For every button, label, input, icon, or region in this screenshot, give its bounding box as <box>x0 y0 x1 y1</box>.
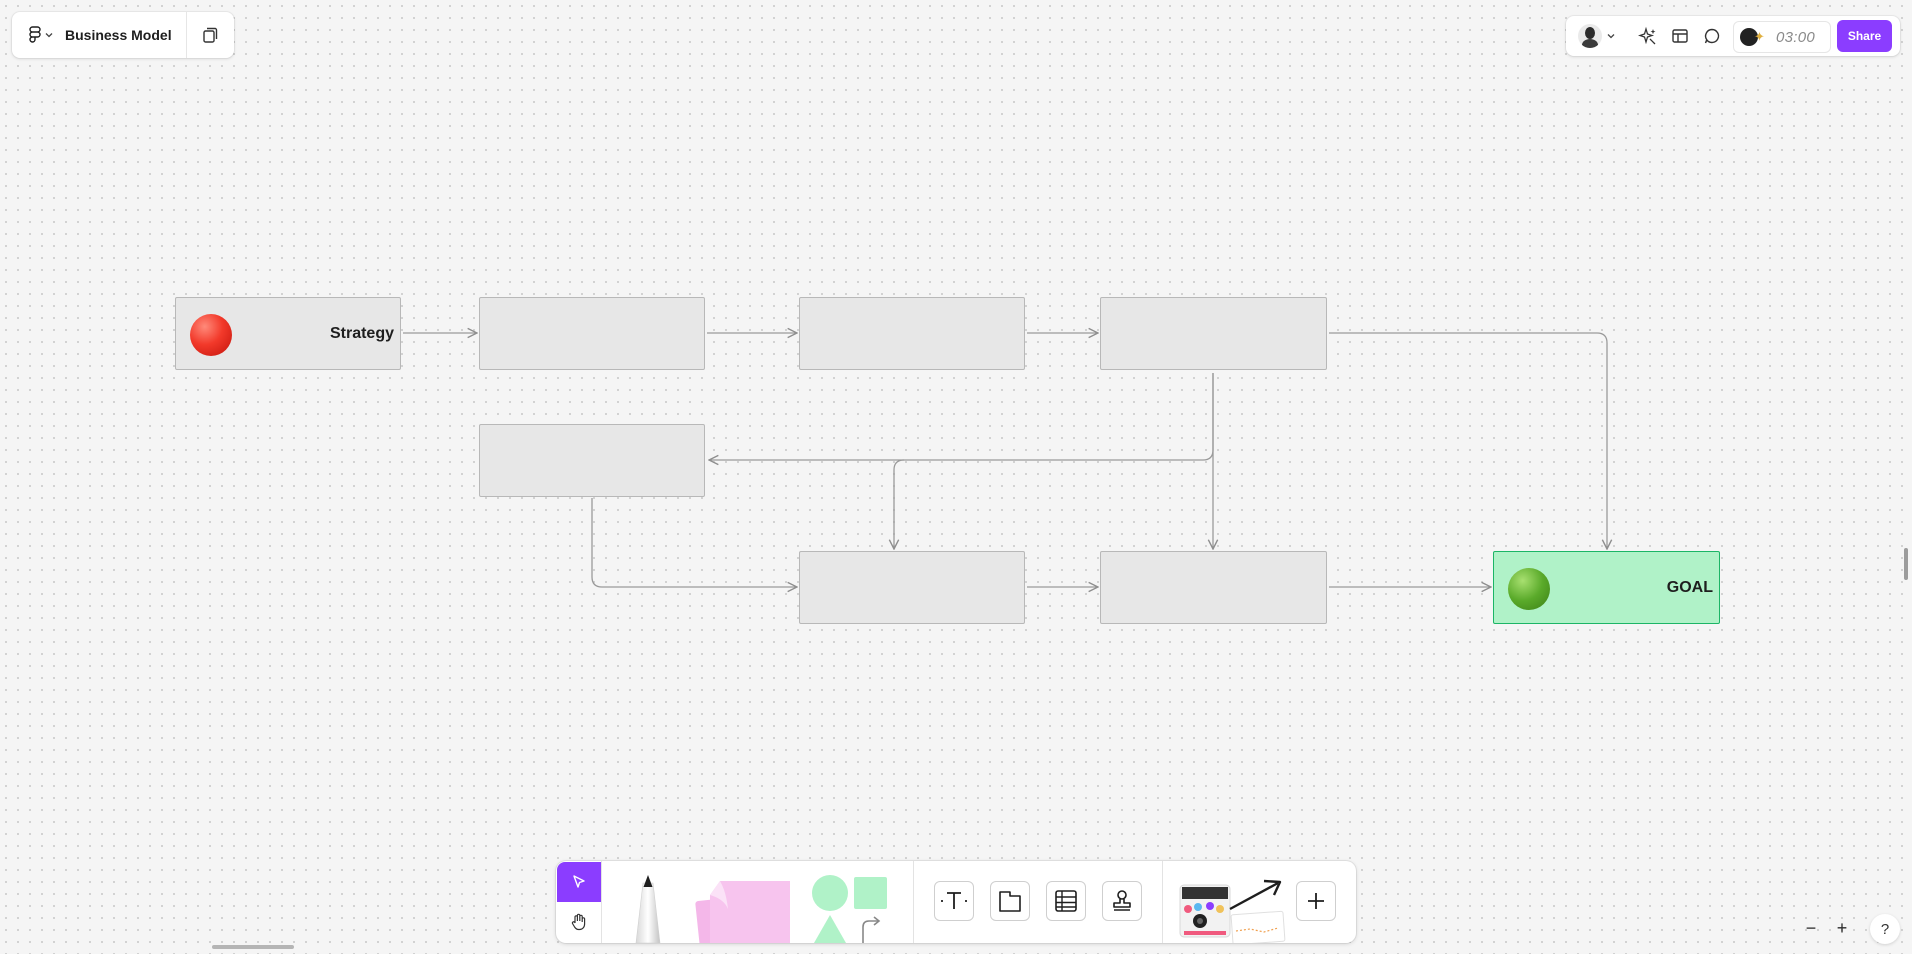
creation-toolbar <box>556 861 1356 943</box>
help-button[interactable]: ? <box>1870 914 1900 944</box>
widgets-icon <box>1179 879 1286 943</box>
process-box[interactable] <box>799 297 1025 370</box>
figma-logo-icon <box>29 26 41 43</box>
process-box[interactable] <box>799 551 1025 624</box>
strategy-node[interactable]: Strategy <box>175 297 401 370</box>
vertical-scrollbar[interactable] <box>1904 548 1908 580</box>
share-button[interactable]: Share <box>1837 20 1892 52</box>
timer-button[interactable]: ✦ 03:00 <box>1733 21 1831 53</box>
connector-box5-to-box6[interactable] <box>591 498 797 587</box>
collab-toolbar: ✦ 03:00 Share <box>1566 16 1900 56</box>
sparkle-icon: ✦ <box>1754 29 1765 44</box>
table-icon <box>1055 890 1077 912</box>
zoom-in-button[interactable]: + <box>1836 917 1848 938</box>
more-tools-button[interactable] <box>1296 881 1336 921</box>
process-box[interactable] <box>1100 297 1327 370</box>
goal-node[interactable]: GOAL <box>1493 551 1720 624</box>
strategy-label: Strategy <box>329 324 394 342</box>
user-avatar-button[interactable] <box>1578 16 1602 56</box>
toolbar-divider <box>913 861 914 943</box>
sticky-note-icon <box>695 881 790 943</box>
plus-icon <box>1308 893 1324 909</box>
chevron-down-icon <box>1607 34 1615 39</box>
avatar <box>1740 28 1758 46</box>
green-circle-icon <box>1508 568 1550 610</box>
process-box[interactable] <box>1100 551 1327 624</box>
widgets-tool[interactable] <box>1178 875 1288 943</box>
hand-icon <box>571 913 586 931</box>
hand-tool[interactable] <box>557 902 601 942</box>
shapes-tool[interactable] <box>810 875 896 943</box>
toolbar-divider <box>601 861 602 943</box>
connector-branch-to-box6[interactable] <box>894 459 905 549</box>
connector-box4-to-goal[interactable] <box>1329 332 1607 549</box>
stamp-icon <box>1113 890 1131 911</box>
sticky-note-tool[interactable] <box>690 875 800 943</box>
text-icon <box>941 892 967 909</box>
cursor-icon <box>573 875 585 888</box>
comments-button[interactable] <box>1698 16 1726 56</box>
section-icon <box>999 891 1021 912</box>
timer-text: 03:00 <box>1776 28 1816 46</box>
red-circle-icon <box>190 314 232 356</box>
process-box[interactable] <box>479 297 705 370</box>
table-tool[interactable] <box>1046 881 1086 921</box>
document-title[interactable]: Business Model <box>65 27 172 43</box>
file-toolbar: Business Model <box>12 12 234 58</box>
process-box[interactable] <box>479 424 705 497</box>
ai-assistant-button[interactable] <box>1634 16 1662 56</box>
connector-box4-to-box5[interactable] <box>709 373 1214 460</box>
pages-button[interactable] <box>187 12 233 58</box>
horizontal-scrollbar[interactable] <box>212 945 294 949</box>
main-menu-button[interactable] <box>12 12 61 58</box>
section-tool[interactable] <box>990 881 1030 921</box>
ai-sparkle-icon <box>1638 26 1656 45</box>
zoom-out-button[interactable]: − <box>1805 917 1817 938</box>
goal-label: GOAL <box>1666 578 1713 596</box>
avatar-menu-button[interactable] <box>1604 16 1618 56</box>
pages-icon <box>202 27 217 43</box>
templates-button[interactable] <box>1666 16 1694 56</box>
shapes-icon <box>812 875 887 943</box>
pencil-icon <box>635 875 661 943</box>
stamp-tool[interactable] <box>1102 881 1142 921</box>
toolbar-divider <box>1162 861 1163 943</box>
comment-icon <box>1704 28 1720 44</box>
select-tool[interactable] <box>557 862 601 902</box>
toolbar-divider <box>185 12 187 58</box>
template-icon <box>1672 29 1688 43</box>
avatar <box>1578 24 1602 48</box>
chevron-down-icon <box>45 33 53 38</box>
pencil-tool[interactable] <box>626 875 670 943</box>
text-tool[interactable] <box>934 881 974 921</box>
